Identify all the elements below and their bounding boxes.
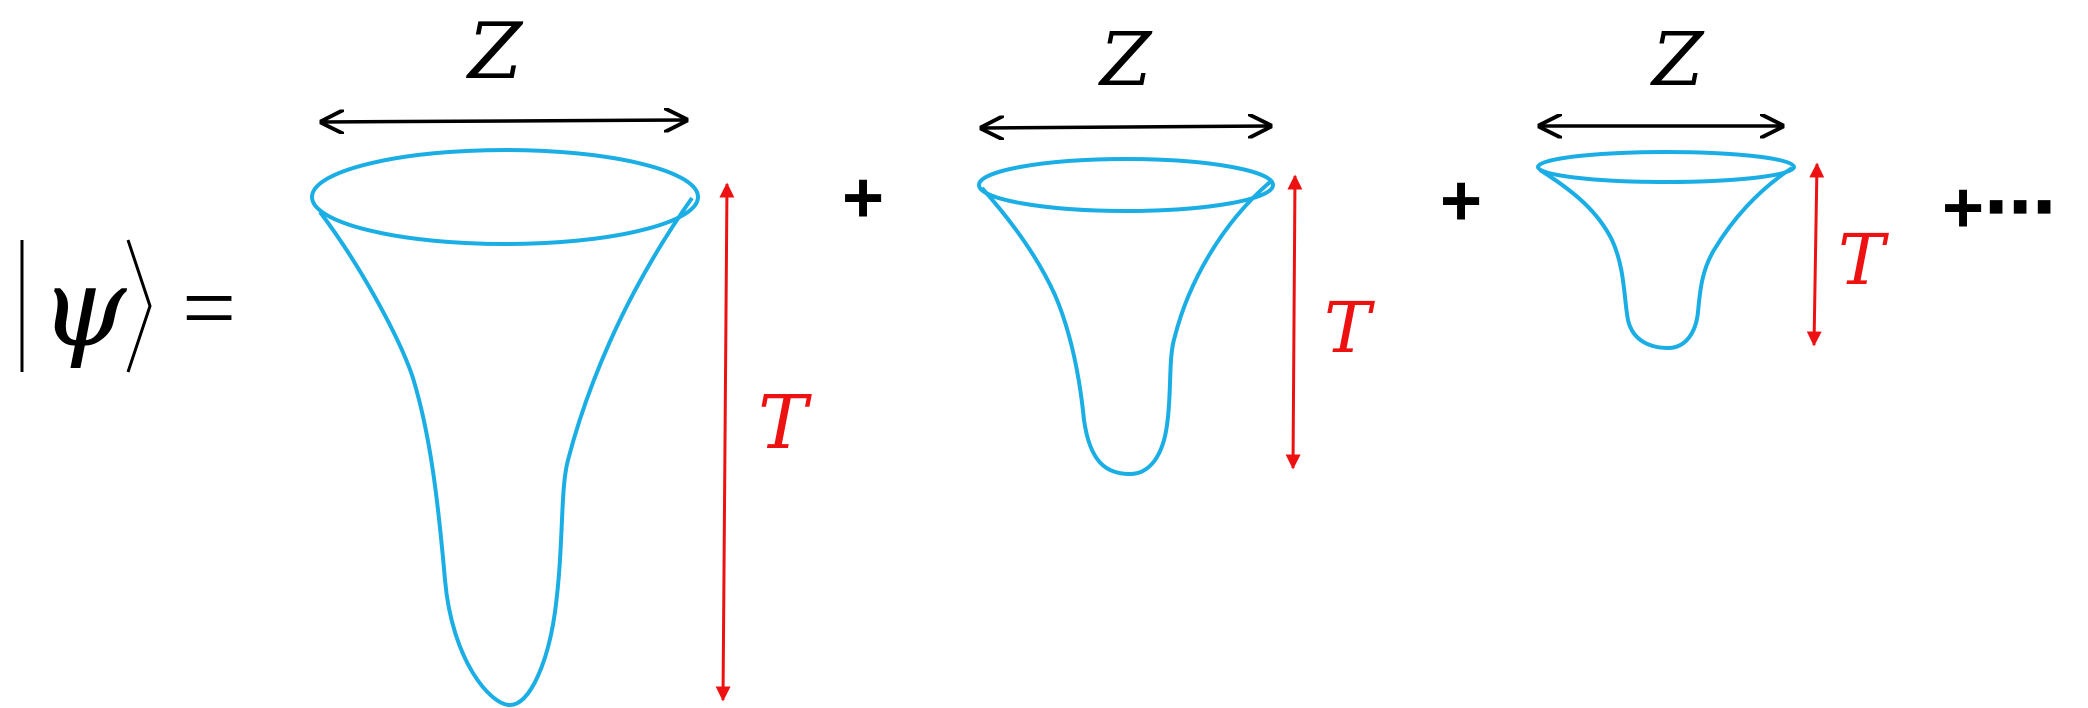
funnel-rim xyxy=(1538,152,1794,182)
funnel-rim xyxy=(979,159,1273,211)
funnel-body xyxy=(320,198,692,705)
width-label-z: Z xyxy=(1650,17,1705,103)
ket-psi: ψ = xyxy=(22,240,236,372)
width-label-z: Z xyxy=(1098,17,1153,103)
time-label-t: T xyxy=(758,380,812,466)
funnel-medium: Z T xyxy=(979,17,1375,474)
funnel-rim xyxy=(312,150,698,244)
width-arrow-z xyxy=(322,120,686,122)
funnel-body xyxy=(1540,168,1792,348)
funnel-body xyxy=(982,182,1270,474)
funnel-large: Z T xyxy=(312,7,812,705)
plus-sign: + xyxy=(842,158,884,238)
plus-ellipsis: +⋯ xyxy=(1942,168,2056,248)
time-label-t: T xyxy=(1324,287,1375,369)
equals-sign: = xyxy=(182,254,236,361)
time-label-t: T xyxy=(1838,219,1889,301)
width-arrow-z xyxy=(982,126,1270,128)
time-arrow-t xyxy=(1293,176,1295,468)
psi-symbol: ψ xyxy=(40,243,128,371)
funnel-small: Z T xyxy=(1538,17,1889,348)
ket-angle-bracket xyxy=(128,240,150,372)
time-arrow-t xyxy=(1814,164,1817,345)
plus-sign: + xyxy=(1440,161,1482,241)
width-label-z: Z xyxy=(465,7,524,97)
time-arrow-t xyxy=(723,184,727,700)
